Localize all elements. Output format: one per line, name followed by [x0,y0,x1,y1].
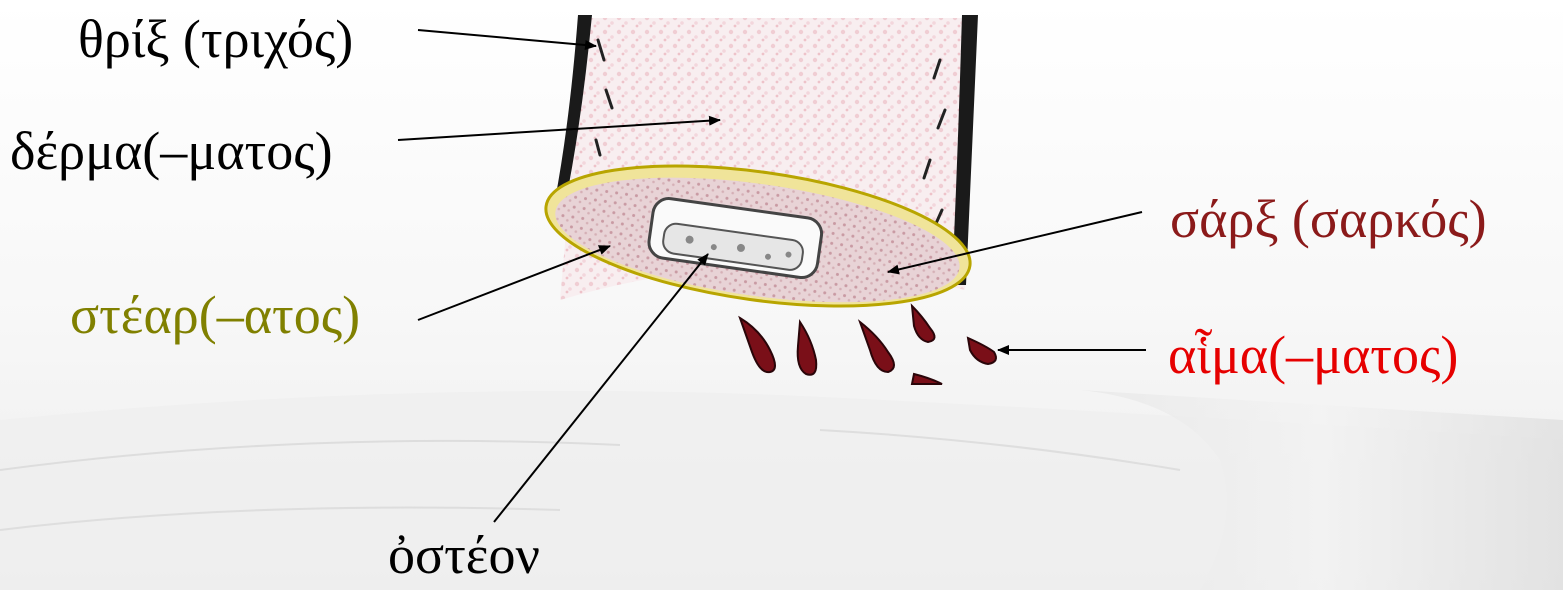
label-hair: θρίξ (τριχός) [78,12,353,66]
label-skin: δέρμα(–ματος) [10,124,333,178]
arrow-hair [418,30,596,46]
label-flesh: σάρξ (σαρκός) [1170,192,1487,246]
arrow-fat [418,246,610,320]
label-blood: αἷμα(–ματος) [1168,328,1458,382]
arrow-skin [398,120,720,140]
label-bone: ὀστέον [388,528,540,582]
label-fat: στέαρ(–ατος) [70,288,360,342]
arrow-bone [494,254,708,522]
arrow-flesh [888,212,1142,272]
